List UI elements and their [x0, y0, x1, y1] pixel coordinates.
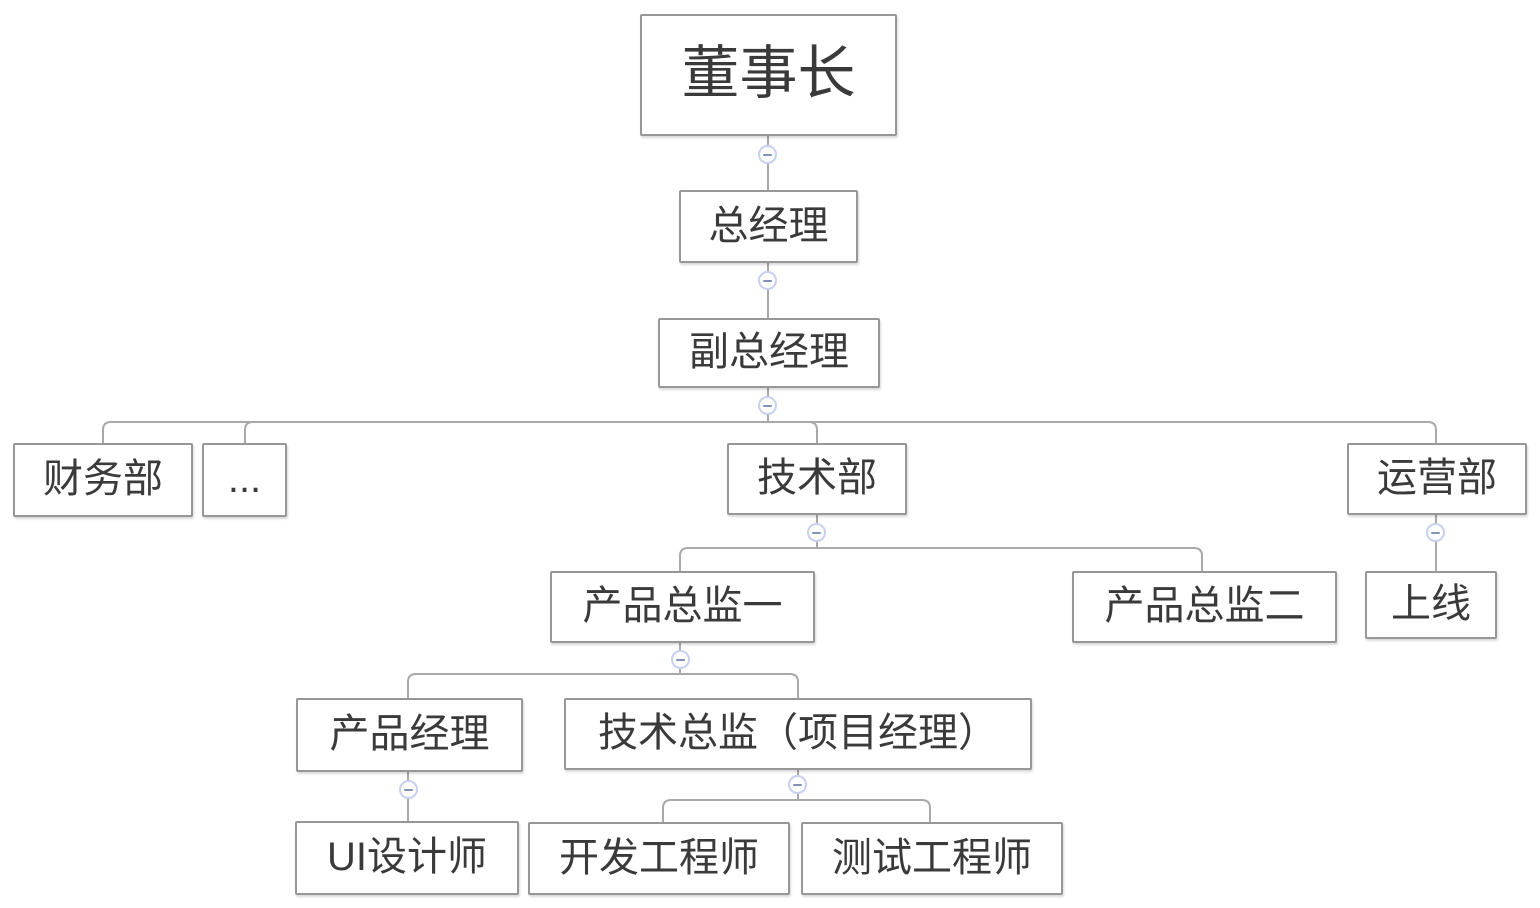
collapse-toggle-tech-dept[interactable]	[807, 523, 826, 542]
org-node-operations-dept[interactable]: 运营部	[1347, 443, 1527, 515]
connector-to-product-manager	[407, 673, 680, 698]
org-node-chairman-label: 董事长	[681, 41, 856, 106]
org-node-product-director-2-label: 产品总监二	[1104, 584, 1305, 628]
org-node-product-director-1[interactable]: 产品总监一	[550, 571, 815, 643]
connector-to-tech-dept	[768, 421, 818, 443]
org-node-product-director-1-label: 产品总监一	[582, 584, 783, 628]
org-node-general-manager[interactable]: 总经理	[679, 190, 858, 263]
minus-icon	[763, 279, 772, 282]
collapse-toggle-deputy-general-manager[interactable]	[758, 396, 777, 415]
collapse-toggle-operations-dept[interactable]	[1426, 523, 1445, 542]
connector-to-operations-dept	[768, 421, 1437, 443]
connector-to-product-director-1	[679, 547, 817, 571]
org-node-go-live-label: 上线	[1391, 582, 1471, 626]
minus-icon	[763, 153, 772, 156]
org-node-tech-director[interactable]: 技术总监（项目经理）	[564, 698, 1032, 770]
org-node-tech-dept[interactable]: 技术部	[727, 443, 907, 515]
org-node-more-depts[interactable]: ...	[202, 443, 287, 517]
minus-icon	[1431, 531, 1440, 534]
org-node-general-manager-label: 总经理	[708, 203, 829, 248]
connector-to-product-director-2	[817, 547, 1203, 571]
org-node-test-engineer-label: 测试工程师	[832, 835, 1032, 880]
connector-to-test-engineer	[798, 799, 931, 822]
collapse-toggle-general-manager[interactable]	[758, 271, 777, 290]
org-node-product-manager-label: 产品经理	[329, 712, 490, 756]
minus-icon	[404, 788, 413, 791]
org-node-more-depts-label: ...	[227, 457, 262, 501]
org-node-finance-dept[interactable]: 财务部	[13, 443, 193, 517]
org-node-chairman[interactable]: 董事长	[640, 14, 897, 136]
connector-to-finance-dept	[102, 421, 768, 443]
connector-to-more-depts	[244, 421, 768, 443]
org-node-tech-director-label: 技术总监（项目经理）	[598, 711, 998, 755]
minus-icon	[812, 531, 821, 534]
org-node-ui-designer-label: UI设计师	[327, 835, 487, 879]
collapse-toggle-tech-director[interactable]	[788, 775, 807, 794]
org-node-dev-engineer[interactable]: 开发工程师	[528, 822, 790, 895]
org-node-tech-dept-label: 技术部	[757, 456, 877, 500]
org-node-finance-dept-label: 财务部	[43, 457, 163, 501]
org-node-ui-designer[interactable]: UI设计师	[295, 821, 519, 895]
org-node-operations-dept-label: 运营部	[1377, 456, 1497, 500]
org-node-product-director-2[interactable]: 产品总监二	[1072, 571, 1337, 643]
collapse-toggle-chairman[interactable]	[758, 145, 777, 164]
minus-icon	[793, 783, 802, 786]
collapse-toggle-product-director-1[interactable]	[671, 650, 690, 669]
connector-to-dev-engineer	[662, 799, 798, 822]
org-node-deputy-general-manager-label: 副总经理	[689, 330, 849, 374]
minus-icon	[676, 658, 685, 661]
org-node-test-engineer[interactable]: 测试工程师	[801, 822, 1063, 895]
collapse-toggle-product-manager[interactable]	[399, 780, 418, 799]
org-node-product-manager[interactable]: 产品经理	[296, 698, 523, 772]
minus-icon	[763, 404, 772, 407]
org-node-go-live[interactable]: 上线	[1365, 571, 1497, 639]
org-node-deputy-general-manager[interactable]: 副总经理	[658, 318, 880, 388]
connector-to-tech-director	[680, 673, 799, 698]
org-node-dev-engineer-label: 开发工程师	[559, 835, 759, 880]
